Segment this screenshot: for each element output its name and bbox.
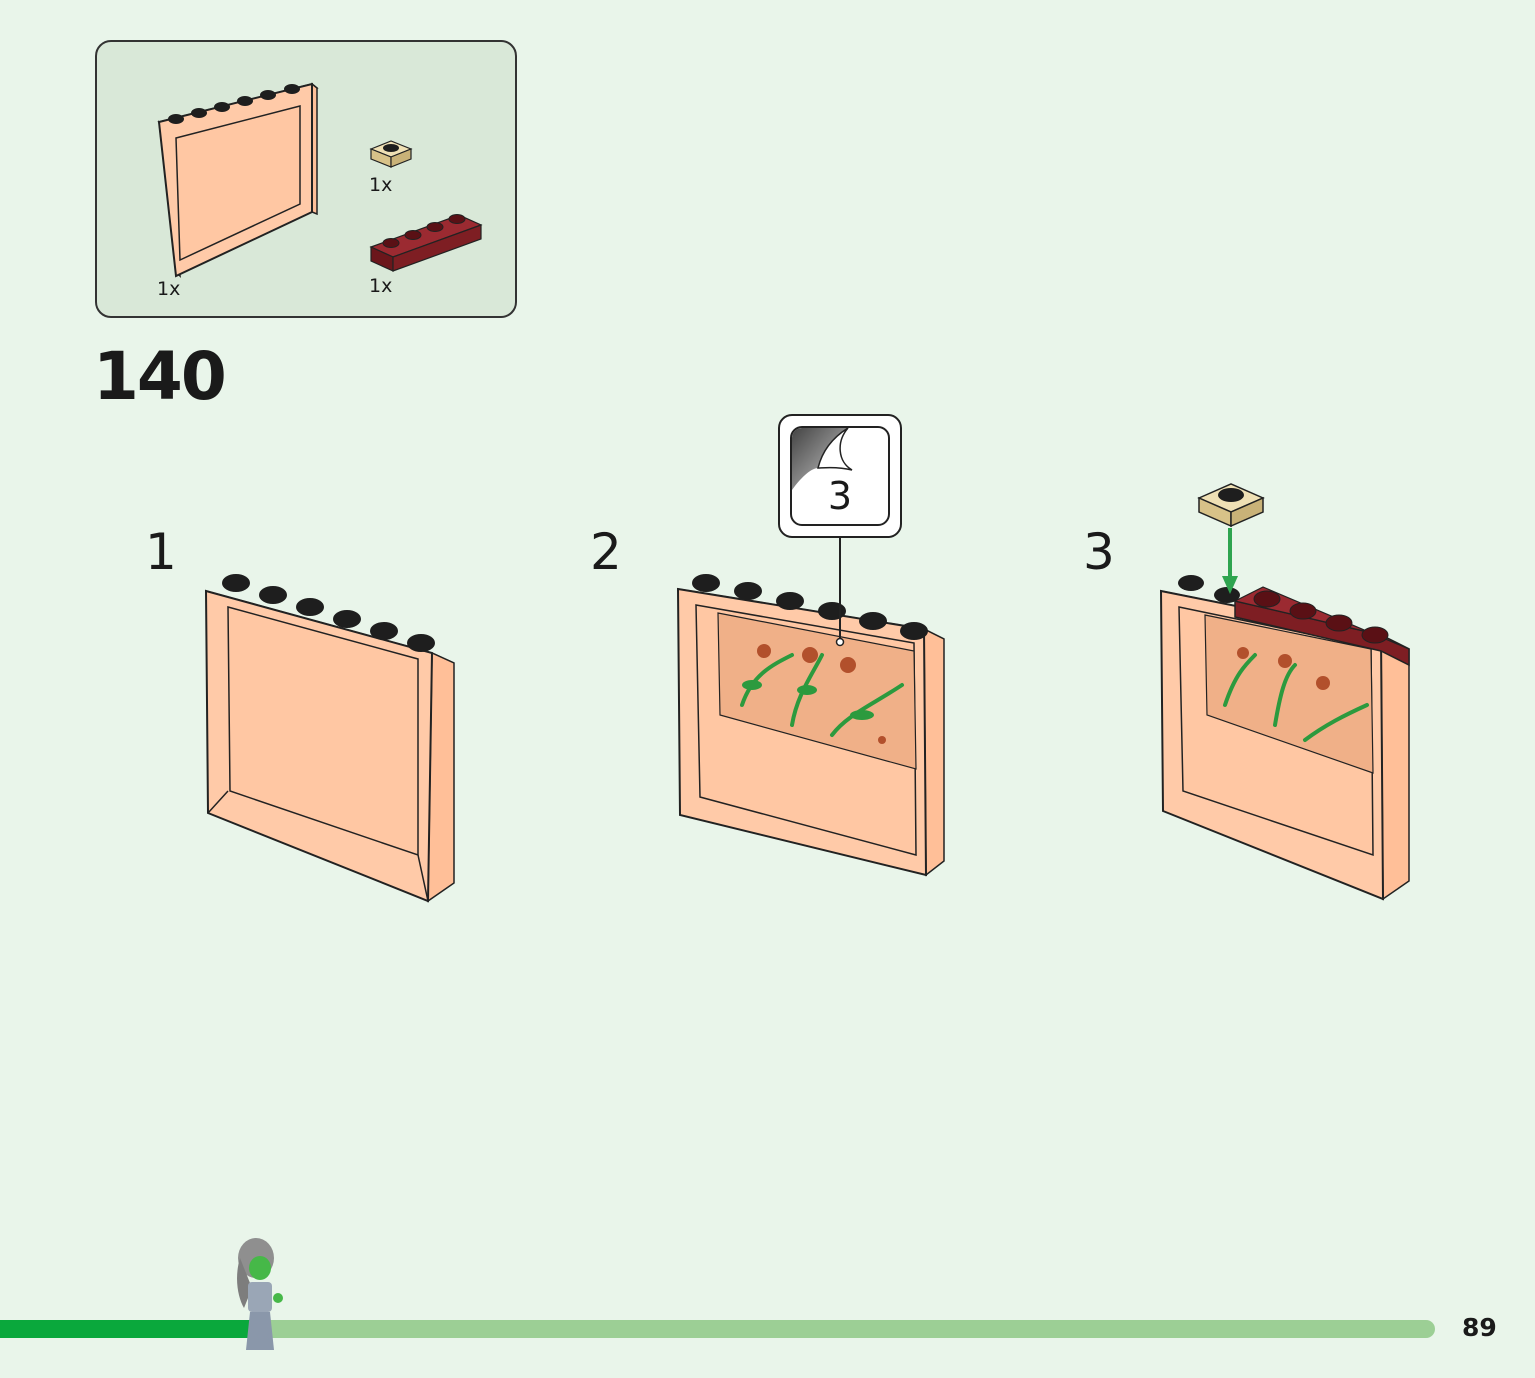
- tan-plate-1x1: [1197, 483, 1265, 528]
- plate-1x1-qty: 1x: [369, 174, 393, 196]
- step-number: 140: [93, 338, 227, 415]
- panel-graphic: [157, 82, 319, 279]
- progress-fill: [0, 1320, 258, 1338]
- substep-label-3: 3: [1083, 523, 1115, 581]
- substep-2-panel: [676, 574, 945, 877]
- progress-bar: [0, 1320, 1435, 1338]
- plate-1x1-icon: [369, 140, 413, 168]
- sticker-number: 3: [827, 474, 853, 518]
- minifigure-icon: [237, 1238, 283, 1350]
- page-number: 89: [1462, 1313, 1497, 1342]
- substep-label-1: 1: [145, 523, 177, 581]
- sticker-leader-line: [835, 538, 845, 647]
- down-arrow-icon: [1222, 528, 1238, 594]
- substep-3-panel: [1159, 575, 1410, 901]
- parts-list-box: 1x 1x 1x: [95, 40, 517, 318]
- panel-part-icon: [157, 82, 319, 279]
- substep-1-panel: [204, 574, 455, 903]
- page-curl-icon: [792, 428, 853, 490]
- sticker-icon: 3: [790, 426, 890, 526]
- plate-1x4-qty: 1x: [369, 275, 393, 297]
- panel-qty: 1x: [157, 278, 181, 300]
- sticker-callout: 3: [778, 414, 902, 538]
- plate-1x4-icon: [369, 214, 483, 272]
- substep-label-2: 2: [590, 523, 622, 581]
